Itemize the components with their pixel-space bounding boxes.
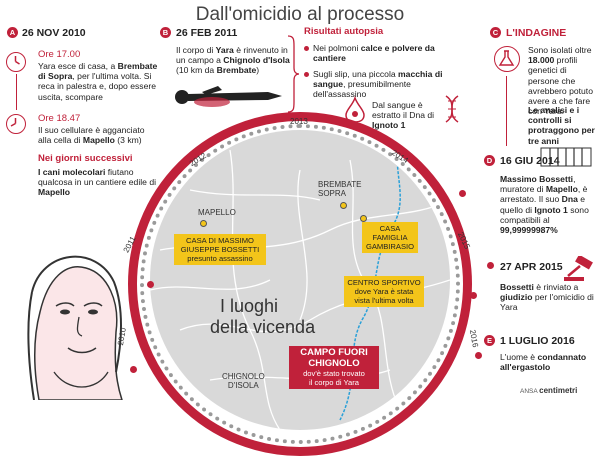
timeline-line [506,76,507,146]
autopsy-item-2: Sugli slip, una piccola macchia di sangu… [313,69,443,100]
marker-gambirasio [360,215,367,222]
timeline-line [16,74,17,110]
bracket [286,34,300,114]
date-a: 26 NOV 2010 [22,27,86,39]
time1: Ore 17.00 [38,49,81,60]
date-e: 27 APR 2015 [500,261,563,273]
sentence-text: L'uome è condannato all'ergastolo [500,352,587,373]
dna-text: Dal sangue è estratto il Dna di Ignoto 1 [372,100,435,131]
marker-brembate [340,202,347,209]
badge-c: C [490,27,501,38]
date-f: 1 LUGLIO 2016 [500,335,575,347]
flask-icon [494,46,520,72]
dna-icon [442,94,462,124]
badge-b: B [160,27,171,38]
autopsy-title: Risultati autopsia [304,26,384,37]
indagine-title: L'INDAGINE [506,27,567,39]
timeline-marker [470,292,477,299]
badge-a: A [7,27,18,38]
marker-mapello [200,220,207,227]
autopsy-item-1: Nei polmoni calce e polvere da cantiere [313,43,435,64]
clock-icon [6,52,26,72]
credit: ANSA centimetri [520,386,578,395]
year-label: 2016 [467,328,480,349]
indagine-text: Sono isolati oltre 18.000 profili geneti… [528,45,593,117]
place-chignolo: CHIGNOLO D'ISOLA [222,372,265,390]
body-found-text: Il corpo di Yara è rinvenuto in un campo… [176,45,290,76]
box-campo-chignolo: CAMPO FUORI CHIGNOLO dov'è stato trovato… [289,346,379,389]
gavel-icon [562,254,596,282]
page-title: Dall'omicidio al processo [195,4,405,25]
timeline-marker [459,190,466,197]
time2: Ore 18.47 [38,113,81,124]
place-brembate: BREMBATE SOPRA [318,180,362,198]
time1-text: Yara esce di casa, a Brembate di Sopra, … [38,61,158,102]
trial-text: Bossetti è rinviato a giudizio per l'omi… [500,282,594,313]
bullet [304,46,309,51]
year-label: 2013 [290,117,308,126]
timeline-marker [130,366,137,373]
indagine-note: Le analisi e i controlli si protraggono … [528,105,595,146]
time2-text: Il suo cellulare è agganciato alla cella… [38,125,145,146]
badge-d: D [484,155,495,166]
sub-heading: Nei giorni successivi [38,153,133,164]
timeline-marker [475,352,482,359]
place-mapello: MAPELLO [198,208,236,217]
clock-icon [6,114,26,134]
sub-text: I cani molecolari fiutano qualcosa in un… [38,167,157,198]
timeline-marker [147,281,154,288]
badge-e: E [484,335,495,346]
date-b: 26 FEB 2011 [176,27,238,39]
arrest-text: Massimo Bossetti, muratore di Mapello, è… [500,174,589,236]
timeline-marker [487,262,494,269]
bullet [304,72,309,77]
portrait-illustration [4,222,128,401]
jail-icon [540,147,592,167]
date-d: 16 GIU 2014 [500,155,560,167]
body-illustration [172,84,286,110]
